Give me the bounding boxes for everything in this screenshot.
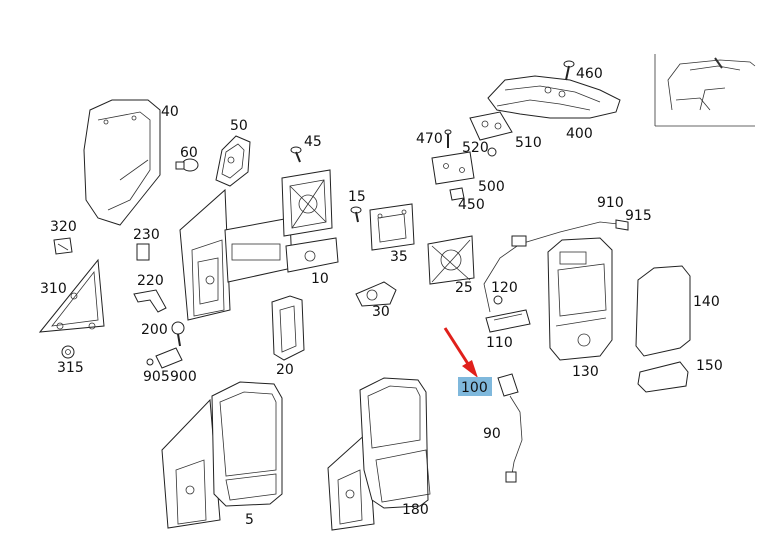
- part-460-screw: [563, 60, 575, 81]
- label-220[interactable]: 220: [137, 273, 164, 289]
- part-110-module: [485, 309, 531, 333]
- part-25-motor: [427, 235, 475, 285]
- label-910[interactable]: 910: [597, 195, 624, 211]
- part-450-nut: [449, 187, 465, 201]
- part-400-cover: [487, 75, 621, 119]
- vehicle-inset-thumbnail: [654, 54, 756, 127]
- label-230[interactable]: 230: [133, 227, 160, 243]
- label-25[interactable]: 25: [455, 280, 473, 296]
- part-housing-upper: [179, 188, 293, 321]
- label-310[interactable]: 310: [40, 281, 67, 297]
- part-130-glass-carrier: [547, 237, 613, 361]
- label-15[interactable]: 15: [348, 189, 366, 205]
- label-40[interactable]: 40: [161, 104, 179, 120]
- label-120[interactable]: 120: [491, 280, 518, 296]
- part-50-frame: [215, 135, 251, 187]
- label-180[interactable]: 180: [402, 502, 429, 518]
- part-315-nut: [61, 345, 75, 359]
- label-140[interactable]: 140: [693, 294, 720, 310]
- part-200-screw: [171, 321, 185, 347]
- part-180-mirror: [327, 377, 431, 531]
- label-460[interactable]: 460: [576, 66, 603, 82]
- part-10-motor: [281, 169, 339, 273]
- label-470[interactable]: 470: [416, 131, 443, 147]
- part-120-bolt: [493, 295, 503, 305]
- label-450[interactable]: 450: [458, 197, 485, 213]
- label-10[interactable]: 10: [311, 271, 329, 287]
- label-5[interactable]: 5: [245, 512, 254, 528]
- part-900-connector: [146, 347, 183, 369]
- part-470-pin: [444, 129, 452, 148]
- label-130[interactable]: 130: [572, 364, 599, 380]
- label-20[interactable]: 20: [276, 362, 294, 378]
- part-150-glass: [637, 361, 689, 393]
- part-60-bulb: [175, 158, 199, 172]
- label-45[interactable]: 45: [304, 134, 322, 150]
- label-100-highlight: [458, 377, 492, 396]
- part-35-bracket: [369, 203, 415, 251]
- part-520-screw: [487, 147, 497, 157]
- part-30-carrier: [355, 281, 397, 307]
- part-45-screw: [290, 146, 302, 163]
- label-35[interactable]: 35: [390, 249, 408, 265]
- label-320[interactable]: 320: [50, 219, 77, 235]
- part-40-mirror-cap: [83, 99, 161, 226]
- part-5-mirror: [161, 381, 283, 529]
- part-90-wire: [505, 395, 523, 483]
- part-500-plate: [431, 151, 475, 185]
- part-230-clip: [136, 243, 150, 261]
- label-500[interactable]: 500: [478, 179, 505, 195]
- part-510-bracket: [469, 111, 513, 141]
- part-910-harness: [483, 219, 629, 313]
- label-90[interactable]: 90: [483, 426, 501, 442]
- part-140-glass: [635, 265, 691, 357]
- label-60[interactable]: 60: [180, 145, 198, 161]
- label-50[interactable]: 50: [230, 118, 248, 134]
- label-510[interactable]: 510: [515, 135, 542, 151]
- part-15-screw: [350, 206, 362, 223]
- label-110[interactable]: 110: [486, 335, 513, 351]
- label-200[interactable]: 200: [141, 322, 168, 338]
- label-100[interactable]: 100: [461, 380, 488, 396]
- part-320-clip: [53, 237, 73, 255]
- label-905[interactable]: 905: [143, 369, 170, 385]
- part-100-connector: [497, 373, 519, 397]
- label-900[interactable]: 900: [170, 369, 197, 385]
- label-915[interactable]: 915: [625, 208, 652, 224]
- highlight-arrow: [443, 327, 478, 378]
- label-150[interactable]: 150: [696, 358, 723, 374]
- part-20-arm: [271, 295, 305, 361]
- label-520[interactable]: 520: [462, 140, 489, 156]
- label-315[interactable]: 315: [57, 360, 84, 376]
- label-400[interactable]: 400: [566, 126, 593, 142]
- part-310-cover: [38, 258, 105, 333]
- label-30[interactable]: 30: [372, 304, 390, 320]
- part-220-bracket: [133, 289, 167, 313]
